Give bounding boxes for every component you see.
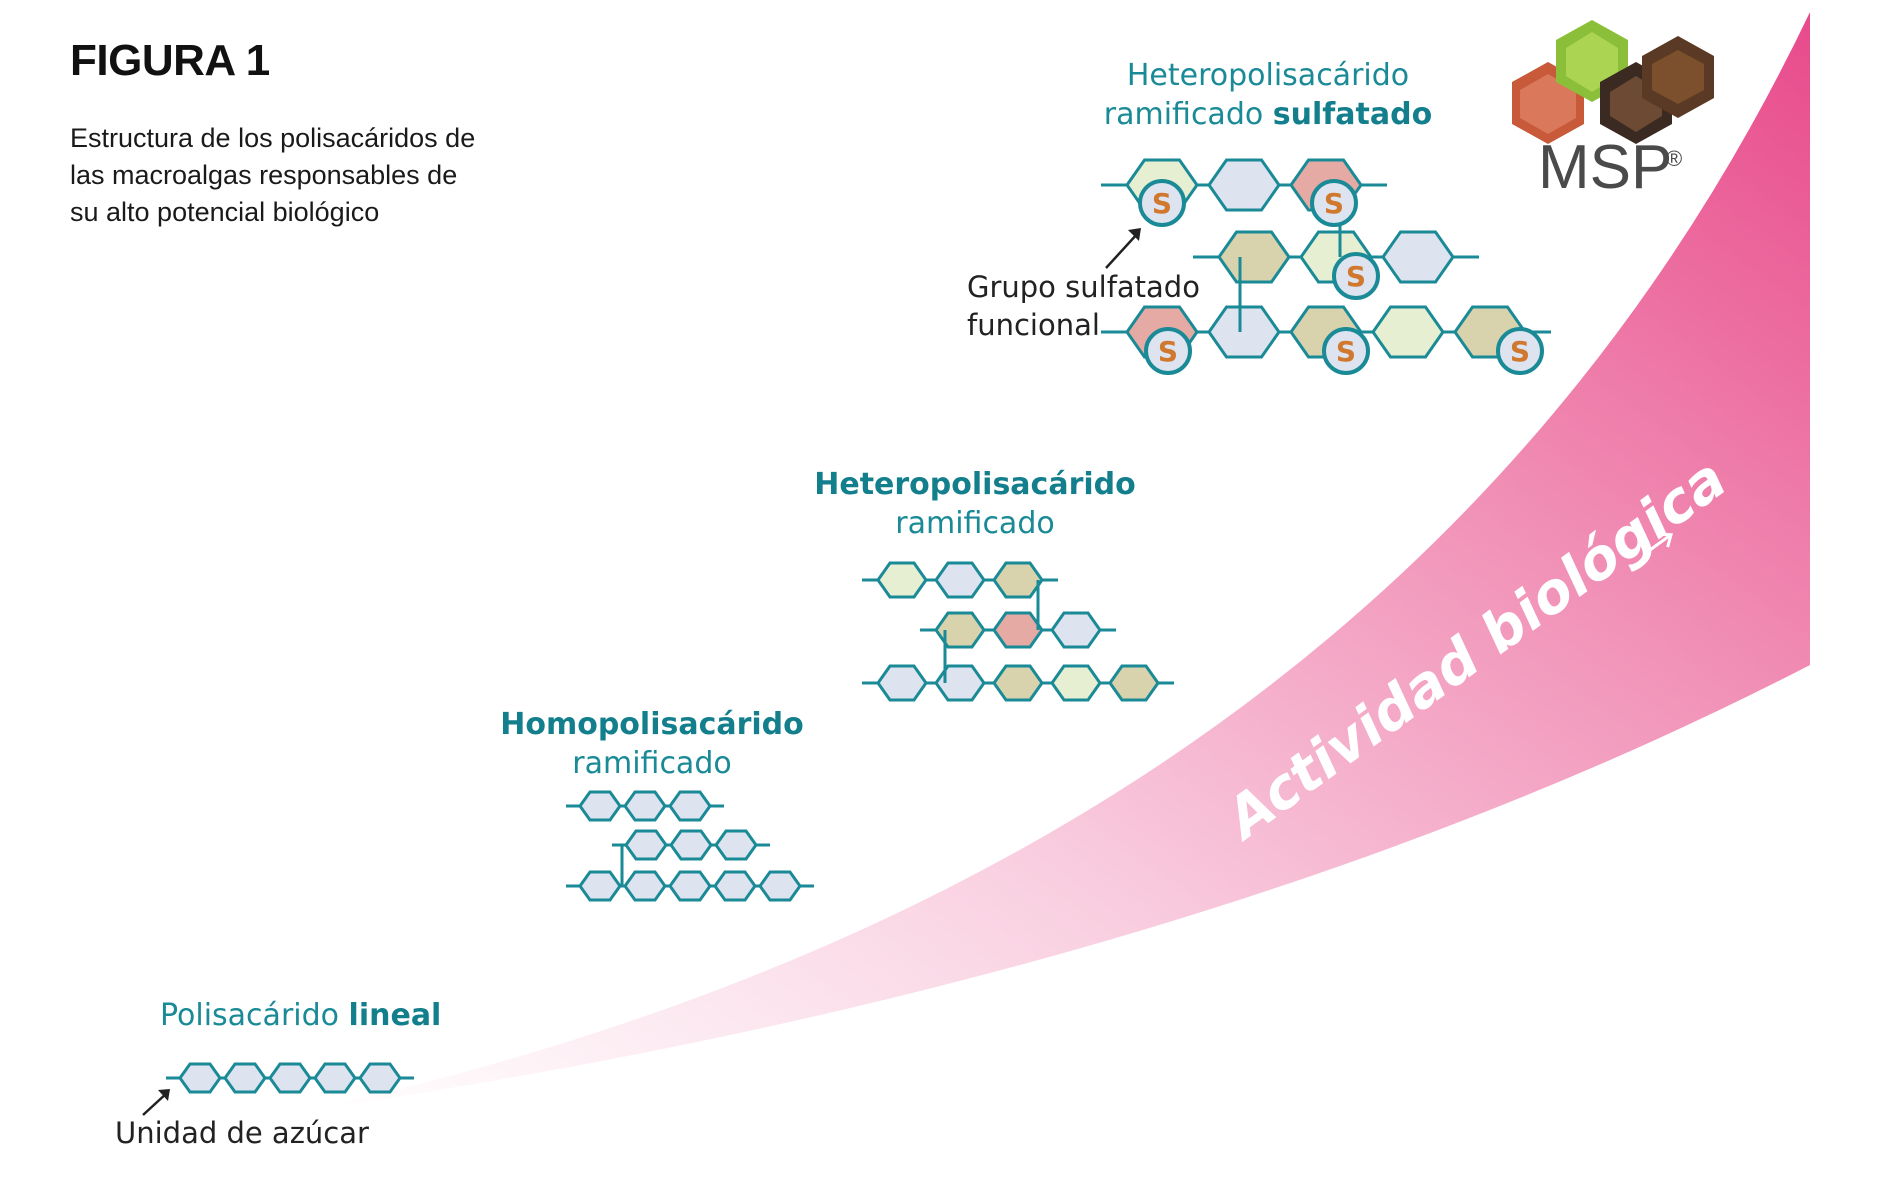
figure-description: Estructura de los polisacáridos de las m…: [70, 123, 476, 227]
sugar-unit-annotation: Unidad de azúcar: [115, 1116, 369, 1150]
hetero-chain: [862, 561, 1174, 702]
sulfate-symbol: S: [1158, 335, 1178, 368]
sugar-unit: [1217, 230, 1291, 284]
hetero-title: Heteropolisacárido: [814, 467, 1136, 502]
svg-text:®: ®: [1666, 146, 1682, 171]
sulfated-chain: S S S S S S: [1101, 158, 1551, 375]
homo-title: Homopolisacárido: [500, 707, 804, 742]
sulfate-annotation-line2: funcional: [967, 308, 1100, 342]
sugar-unit: [578, 790, 622, 822]
sugar-unit: [668, 870, 712, 902]
figure-header: FIGURA 1 Estructura de los polisacáridos…: [70, 36, 530, 231]
sugar-unit: [714, 829, 758, 861]
sugar-unit: [1050, 611, 1102, 649]
sugar-unit-pointer-icon: [142, 1089, 170, 1116]
sugar-unit: [313, 1062, 357, 1094]
algae-logo-icon: [1512, 20, 1714, 144]
sugar-unit: [1050, 664, 1102, 702]
sulfate-pointer-icon: [1105, 228, 1141, 269]
sulfate-group-icon: [1332, 252, 1380, 300]
sugar-unit: [223, 1062, 267, 1094]
sugar-unit: [623, 790, 667, 822]
homo-subtitle: ramificado: [572, 746, 731, 781]
svg-text:MSP: MSP: [1538, 133, 1672, 202]
sugar-unit: [1207, 158, 1281, 212]
figure-title: FIGURA 1: [70, 36, 270, 85]
sugar-unit: [624, 829, 668, 861]
sugar-unit: [1371, 305, 1445, 359]
sugar-unit: [178, 1062, 222, 1094]
sugar-unit: [668, 790, 712, 822]
sugar-unit: [992, 611, 1044, 649]
hetero-subtitle: ramificado: [895, 506, 1054, 541]
sulfate-symbol: S: [1336, 335, 1356, 368]
sugar-unit: [934, 611, 986, 649]
homo-chain: [566, 790, 814, 902]
sulfate-symbol: S: [1510, 335, 1530, 368]
linear-title: Polisacárido lineal: [160, 998, 441, 1033]
sugar-unit: [992, 561, 1044, 599]
sulfate-symbol: S: [1324, 187, 1344, 220]
sugar-unit: [669, 829, 713, 861]
sugar-unit: [1381, 230, 1455, 284]
sugar-unit: [876, 664, 928, 702]
sugar-unit: [268, 1062, 312, 1094]
sugar-unit: [358, 1062, 402, 1094]
sugar-unit: [623, 870, 667, 902]
sugar-unit: [934, 561, 986, 599]
sulfate-group-icon: [1144, 327, 1192, 375]
sugar-unit: [578, 870, 622, 902]
sulfate-group-icon: [1496, 327, 1544, 375]
sulfate-group-icon: [1310, 179, 1358, 227]
sulfate-group-icon: [1322, 327, 1370, 375]
activity-band: [310, 12, 1810, 1110]
sulfate-symbol: S: [1346, 260, 1366, 293]
sulfate-symbol: S: [1152, 187, 1172, 220]
sulfate-annotation-line1: Grupo sulfatado: [967, 270, 1200, 304]
sugar-unit: [1108, 664, 1160, 702]
sulf-title: Heteropolisacárido: [1127, 58, 1409, 93]
msp-logo: MSP ®: [1512, 20, 1714, 202]
sugar-unit: [992, 664, 1044, 702]
sugar-unit: [1207, 305, 1281, 359]
sulfate-group-icon: [1138, 179, 1186, 227]
activity-arrow-icon: [1649, 532, 1673, 552]
sugar-unit: [713, 870, 757, 902]
sugar-unit: [758, 870, 802, 902]
sugar-unit: [934, 664, 986, 702]
linear-chain: [166, 1062, 414, 1094]
sugar-unit: [876, 561, 928, 599]
sulf-subtitle: ramificado sulfatado: [1104, 97, 1432, 132]
